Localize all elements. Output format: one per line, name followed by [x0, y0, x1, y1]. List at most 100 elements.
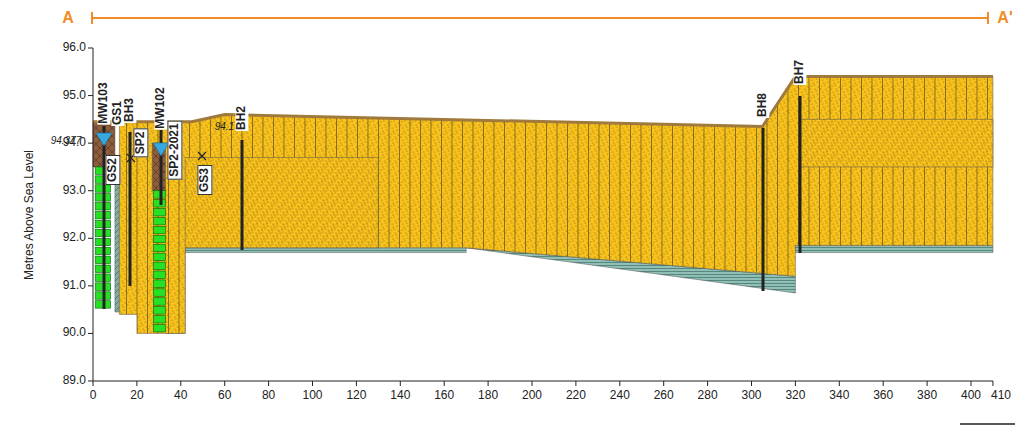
- section-end: A': [997, 9, 1012, 27]
- axis-line: [93, 48, 993, 381]
- axis-value: 320: [785, 389, 805, 402]
- axis-value: 95.0: [63, 89, 86, 102]
- axis-tick: [532, 381, 533, 386]
- axis-value: 380: [917, 389, 937, 402]
- elevation-note: 94.377: [51, 135, 82, 146]
- borehole-line: [160, 130, 163, 205]
- axis-title: Metres Above Sea Level: [23, 150, 36, 280]
- borehole-label: SP2-2021: [167, 120, 182, 179]
- axis-value: 200: [522, 389, 542, 402]
- axis-tick: [927, 381, 928, 386]
- well-screen: [153, 244, 165, 251]
- borehole-label: MW102: [154, 86, 167, 129]
- axis-value: 96.0: [63, 41, 86, 54]
- axis-tick: [883, 381, 884, 386]
- well-screen: [153, 209, 165, 216]
- axis-tick: [88, 48, 93, 49]
- well-screen: [153, 307, 165, 314]
- axis-tick: [663, 381, 664, 386]
- axis-tick: [992, 381, 993, 386]
- borehole-line: [129, 132, 132, 286]
- axis-value: 220: [566, 389, 586, 402]
- axis-tick: [88, 95, 93, 96]
- axis-tick: [88, 285, 93, 286]
- axis-tick: [619, 381, 620, 386]
- sample-marker: [198, 152, 206, 160]
- axis-tick: [839, 381, 840, 386]
- well-screen: [153, 316, 165, 323]
- axis-tick: [444, 381, 445, 386]
- axis-value: 90.0: [63, 327, 86, 340]
- well-screen: [153, 217, 165, 224]
- borehole-line: [799, 96, 802, 253]
- borehole-label: BH7: [793, 59, 806, 85]
- axis-tick: [268, 381, 269, 386]
- axis-value: 91.0: [63, 279, 86, 292]
- axis-value: 0: [90, 389, 97, 402]
- borehole-line: [241, 140, 244, 250]
- borehole-line: [762, 128, 765, 291]
- borehole-label: MW103: [97, 81, 110, 124]
- well-screen: [153, 191, 165, 198]
- axis-value: 20: [130, 389, 143, 402]
- axis-value: 60: [218, 389, 231, 402]
- axis-value: 260: [654, 389, 674, 402]
- axis-value: 92.0: [63, 232, 86, 245]
- scale-bar: [960, 423, 1015, 425]
- axis-tick: [88, 238, 93, 239]
- axis-tick: [356, 381, 357, 386]
- well-screen: [153, 298, 165, 305]
- axis-value: 160: [434, 389, 454, 402]
- sand-band: [800, 119, 993, 167]
- well-screen: [153, 289, 165, 296]
- axis-tick: [575, 381, 576, 386]
- well-screen: [153, 271, 165, 278]
- axis-tick: [224, 381, 225, 386]
- borehole-label: GS2: [105, 155, 120, 185]
- well-screen: [153, 325, 165, 332]
- axis-tick: [88, 143, 93, 144]
- axis-tick: [180, 381, 181, 386]
- clay-layer: [185, 248, 466, 253]
- axis-tick: [488, 381, 489, 386]
- axis-value: 180: [478, 389, 498, 402]
- section-end: A: [62, 9, 74, 27]
- axis-value: 280: [698, 389, 718, 402]
- axis-value: 40: [174, 389, 187, 402]
- ground-surface: [93, 77, 993, 127]
- axis-value: 80: [262, 389, 275, 402]
- axis-value: 100: [302, 389, 322, 402]
- borehole-label: GS3: [197, 165, 212, 195]
- well-screen: [153, 226, 165, 233]
- axis-tick: [971, 381, 972, 386]
- axis-tick: [88, 333, 93, 334]
- axis-tick: [88, 380, 93, 381]
- well-screen: [153, 253, 165, 260]
- clay-layer: [795, 245, 993, 252]
- well-screen: [153, 262, 165, 269]
- teal-unit: [115, 167, 119, 312]
- borehole-label: BH3: [123, 97, 136, 123]
- well-screen: [153, 280, 165, 287]
- axis-value: 360: [873, 389, 893, 402]
- water-level: [96, 133, 112, 146]
- borehole-label: BH2: [235, 105, 248, 131]
- axis-tick: [136, 381, 137, 386]
- axis-value: 400: [961, 389, 981, 402]
- axis-value: 300: [741, 389, 761, 402]
- sand-lens: [185, 157, 378, 247]
- borehole-label: BH8: [756, 92, 769, 118]
- axis-value: 410: [991, 389, 1011, 402]
- axis-tick: [93, 381, 94, 386]
- axis-tick: [400, 381, 401, 386]
- section-line: [92, 12, 988, 24]
- axis-value: 93.0: [63, 184, 86, 197]
- axis-value: 240: [610, 389, 630, 402]
- axis-value: 340: [829, 389, 849, 402]
- axis-value: 120: [346, 389, 366, 402]
- axis-tick: [312, 381, 313, 386]
- axis-tick: [88, 190, 93, 191]
- axis-value: 89.0: [63, 374, 86, 387]
